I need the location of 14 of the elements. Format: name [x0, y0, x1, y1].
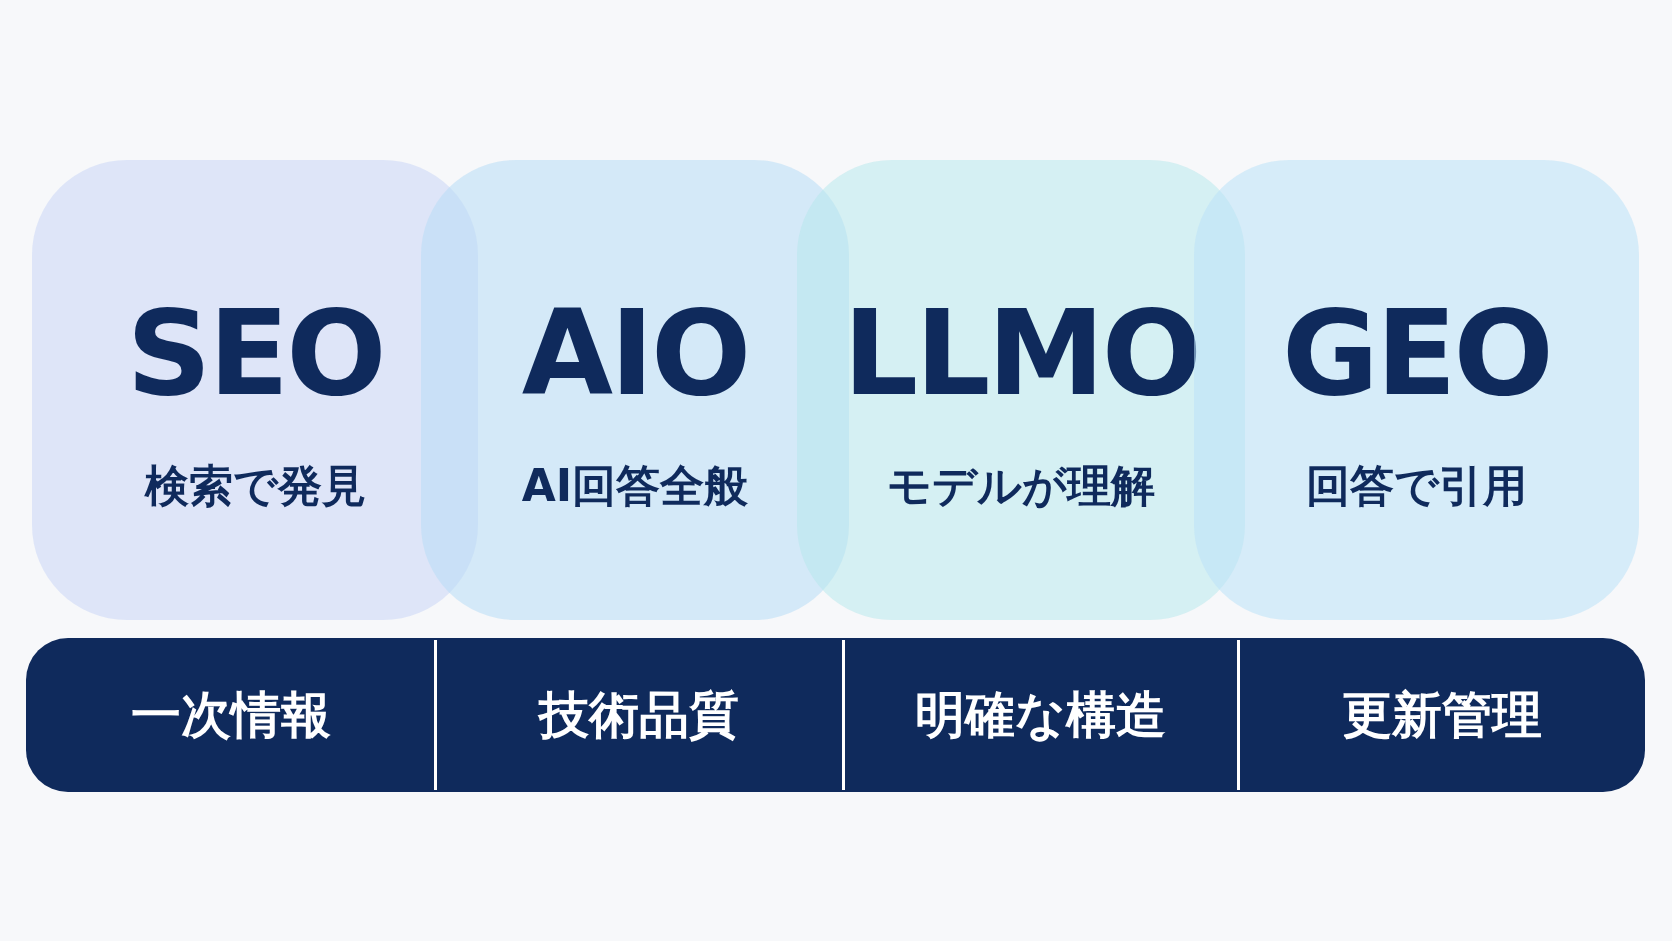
card-title: GEO — [1282, 294, 1551, 412]
cell-label: 明確な構造 — [915, 684, 1166, 746]
card-subtitle: 回答で引用 — [1306, 459, 1527, 513]
cell-label: 更新管理 — [1341, 684, 1542, 746]
cell-label: 技術品質 — [539, 684, 739, 746]
card-title: AIO — [521, 294, 749, 412]
cell-label: 一次情報 — [130, 684, 331, 746]
rounded-card — [1194, 160, 1639, 620]
card-title: SEO — [126, 294, 384, 412]
card-title: LLMO — [842, 294, 1200, 412]
card-subtitle: モデルが理解 — [887, 459, 1155, 513]
card-subtitle: 検索で発見 — [144, 459, 366, 513]
label-bar — [26, 638, 1645, 792]
card-subtitle: AI回答全般 — [521, 459, 749, 513]
